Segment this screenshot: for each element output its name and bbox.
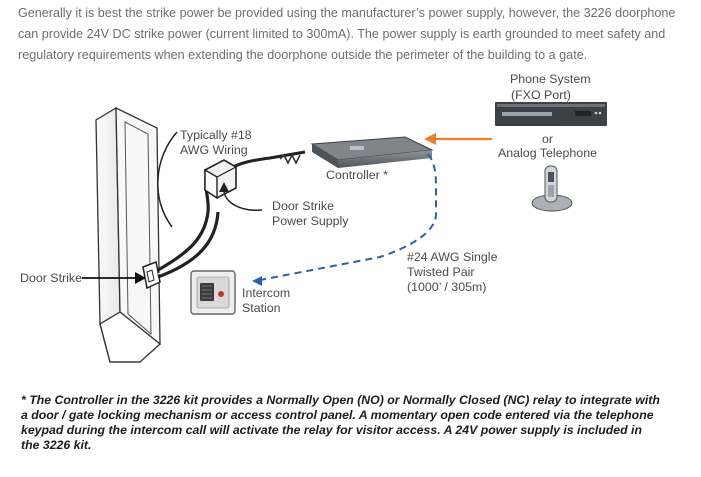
diagram-graphics [82, 102, 607, 363]
phone-system-graphic [495, 102, 607, 126]
intercom-label-line2: Station [242, 301, 281, 315]
analog-telephone-graphic [531, 165, 573, 212]
wiring-diagram: Phone System (FXO Port) or Analog Teleph… [0, 62, 701, 392]
intro-paragraph: Generally it is best the strike power be… [18, 6, 676, 62]
wiring-label-line2: AWG Wiring [180, 143, 248, 157]
footnote: * The Controller in the 3226 kit provide… [21, 393, 660, 452]
power-supply-label-line1: Door Strike [272, 199, 334, 213]
door-graphic [95, 106, 162, 363]
twisted-pair-label-line3: (1000’ / 305m) [407, 280, 487, 294]
power-supply-label-line2: Power Supply [272, 214, 349, 228]
door-strike-box [142, 260, 161, 290]
intercom-station-graphic [190, 270, 236, 315]
twisted-pair-label-line1: #24 AWG Single [407, 250, 498, 264]
wiring-label-line1: Typically #18 [180, 128, 252, 142]
phone-system-label: Phone System [510, 72, 591, 86]
controller-graphic [310, 136, 434, 168]
fxo-port-label: (FXO Port) [511, 88, 571, 102]
twisted-pair-label-line2: Twisted Pair [407, 265, 475, 279]
analog-telephone-label: Analog Telephone [498, 146, 597, 160]
or-label: or [542, 132, 554, 146]
power-supply-graphic [204, 159, 237, 200]
intercom-label-line1: Intercom [242, 286, 291, 300]
controller-label: Controller * [326, 168, 388, 182]
door-strike-label: Door Strike [20, 271, 82, 285]
